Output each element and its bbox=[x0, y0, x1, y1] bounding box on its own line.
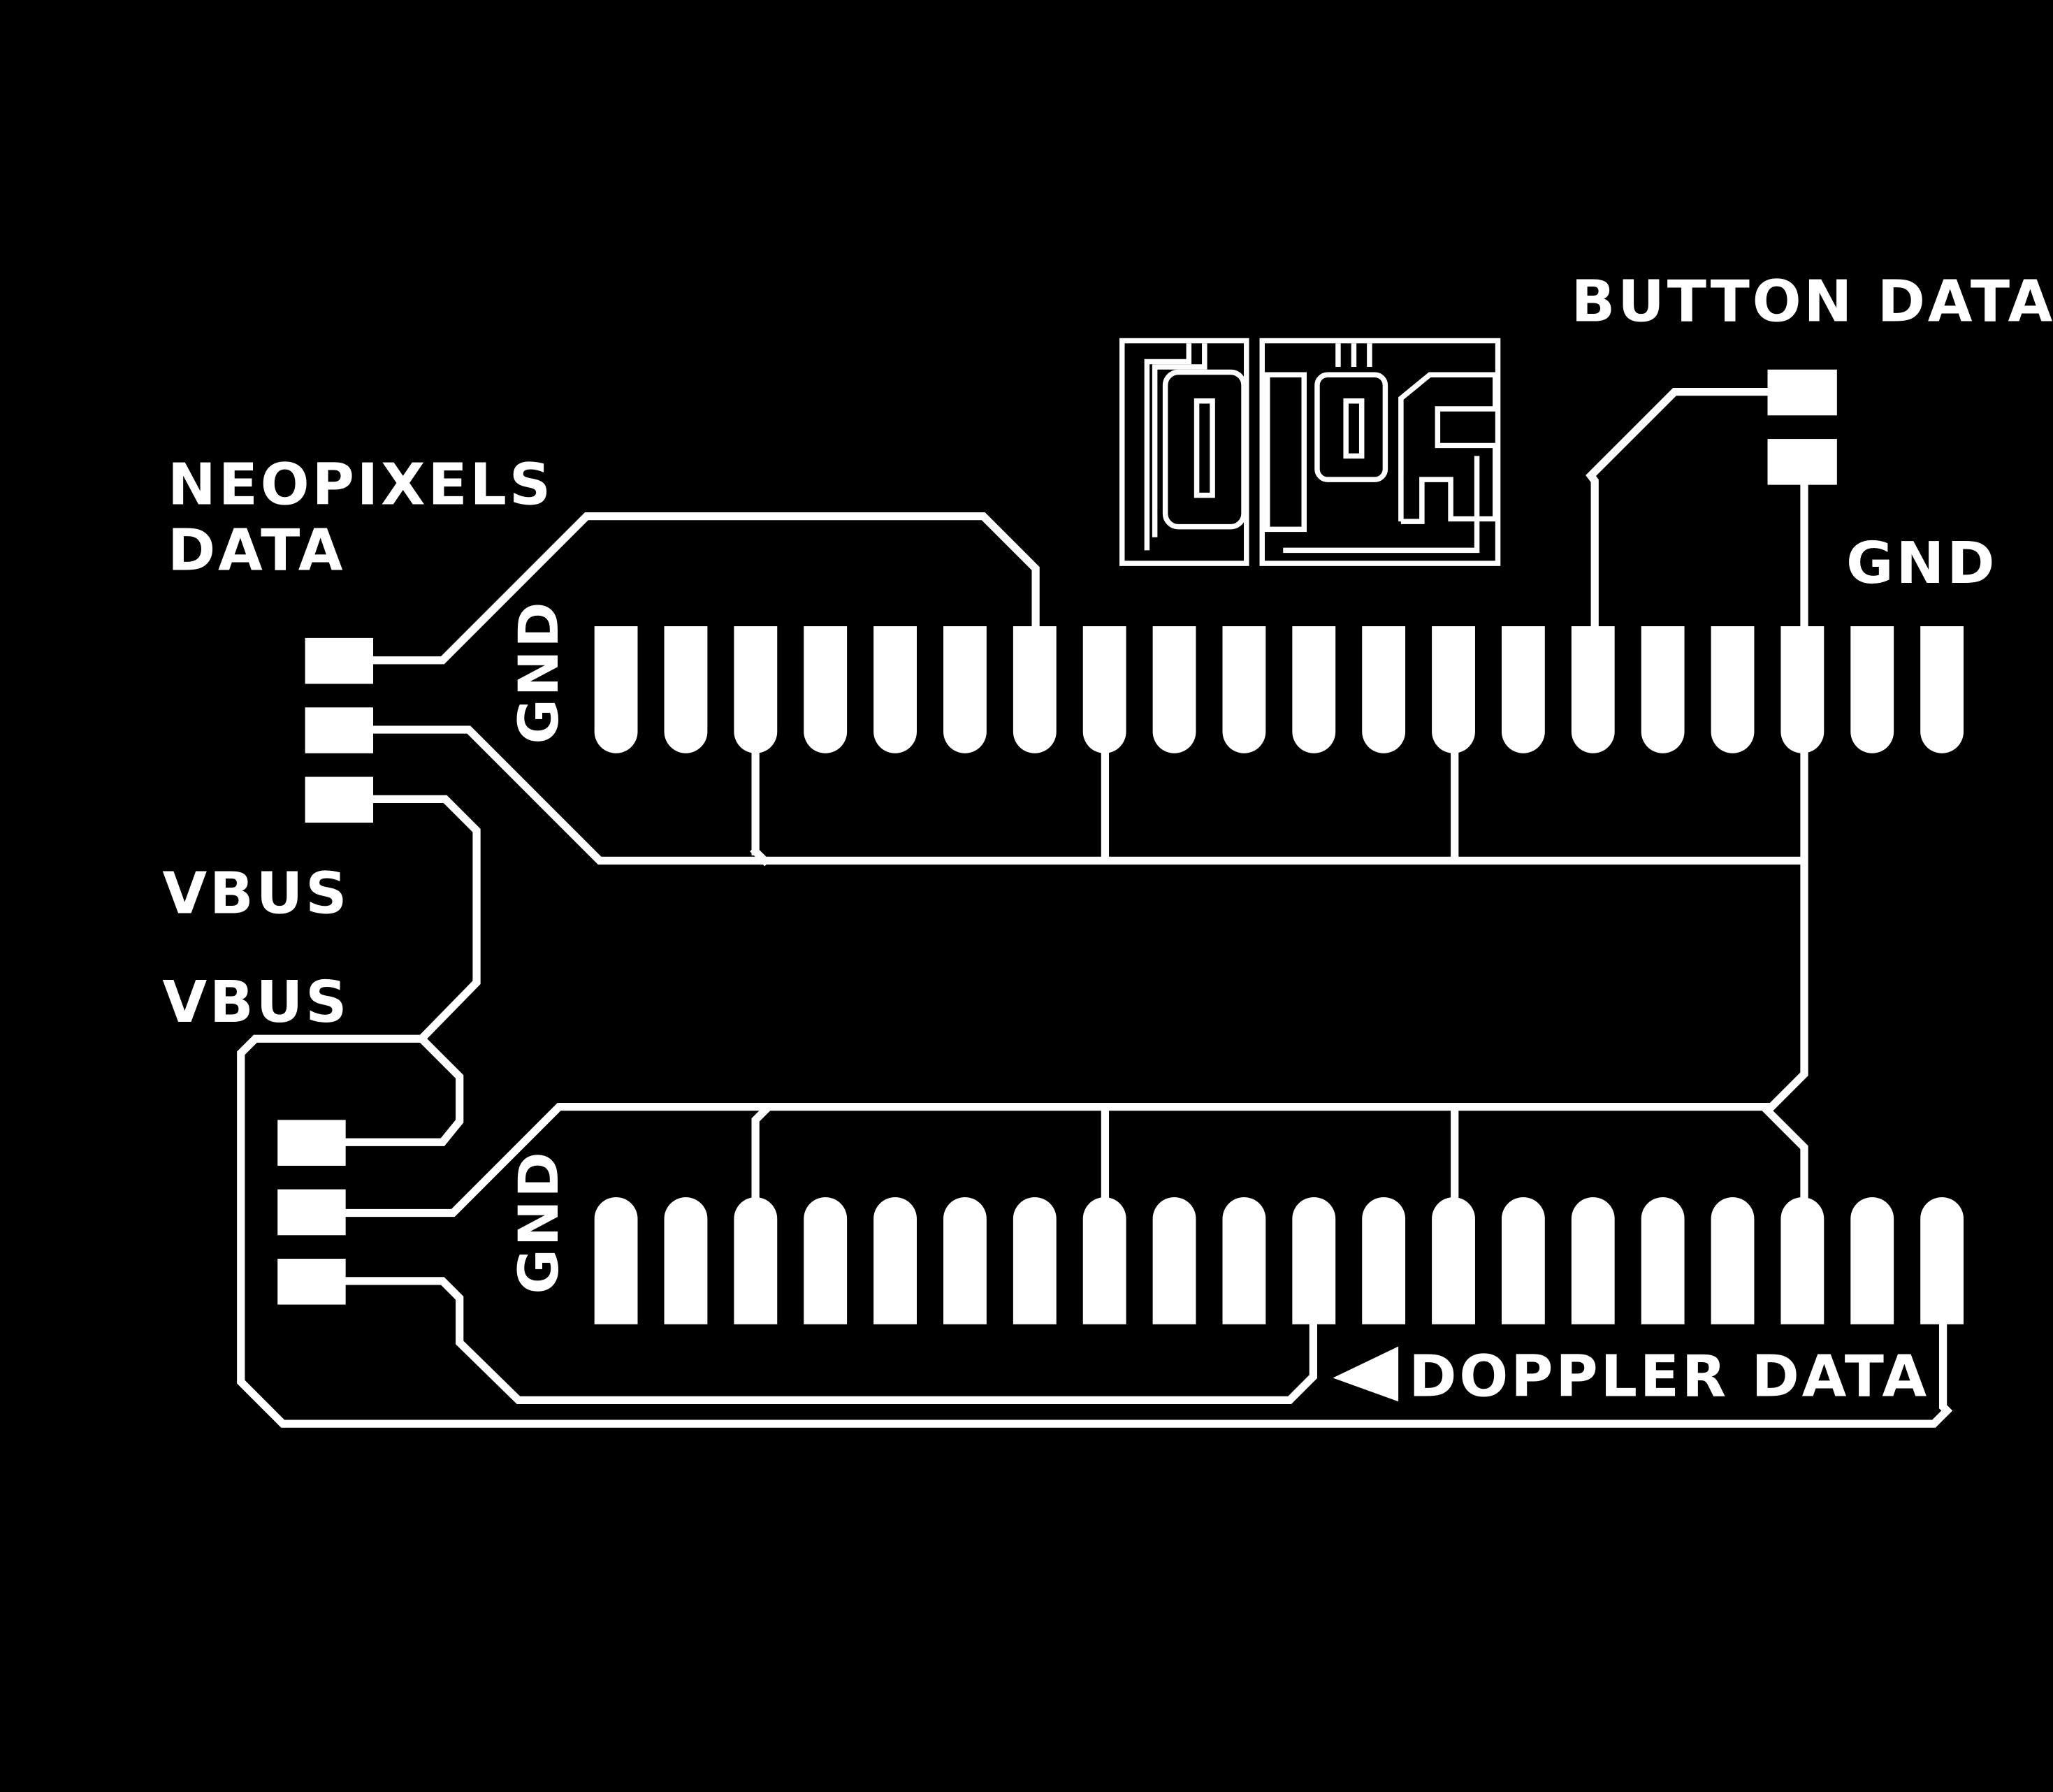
header-pin bbox=[943, 1197, 987, 1324]
neopixels-data-label: DATA bbox=[168, 516, 345, 584]
trace-gnd-stub bbox=[751, 1105, 771, 1203]
header-pin bbox=[1013, 1197, 1057, 1324]
header-pin bbox=[1013, 626, 1057, 753]
header-pin bbox=[734, 626, 778, 753]
connector-pad bbox=[1767, 439, 1837, 485]
traces bbox=[237, 387, 1953, 1428]
vbus-label: VBUS bbox=[162, 860, 349, 927]
header-pin bbox=[1082, 626, 1126, 753]
trace-gnd-bottom-bus bbox=[342, 1103, 1772, 1217]
header-pin bbox=[1571, 626, 1615, 753]
header-pin bbox=[1711, 626, 1755, 753]
left-connector-top bbox=[305, 637, 374, 823]
trace-gnd-stub bbox=[750, 846, 771, 867]
header-pin bbox=[664, 1197, 708, 1324]
header-pin bbox=[804, 626, 848, 753]
header-pin bbox=[1362, 1197, 1406, 1324]
trace-gnd-bus bbox=[369, 725, 1804, 865]
header-pin bbox=[1222, 1197, 1266, 1324]
header-pin bbox=[1920, 1197, 1964, 1324]
header-pin bbox=[1222, 626, 1266, 753]
header-pin bbox=[1850, 626, 1894, 753]
connector-pad bbox=[277, 1120, 346, 1166]
header-pin bbox=[1501, 1197, 1545, 1324]
header-pin bbox=[1432, 1197, 1475, 1324]
header-pin bbox=[1920, 626, 1964, 753]
logo-letter-l bbox=[1265, 372, 1307, 533]
header-pin bbox=[1501, 626, 1545, 753]
header-pin bbox=[1152, 1197, 1196, 1324]
trace-neopixel-data bbox=[369, 512, 1040, 665]
header-pin bbox=[1641, 626, 1685, 753]
header-pin bbox=[734, 1197, 778, 1324]
trace-doppler-data bbox=[342, 1277, 1317, 1405]
connector-pad bbox=[277, 1259, 346, 1305]
header-pin bbox=[1362, 626, 1406, 753]
gnd-right-label: GND bbox=[1846, 530, 1997, 597]
connector-pad bbox=[305, 707, 374, 753]
top-header-pins bbox=[594, 626, 1964, 753]
button-data-label: BUTTON DATA bbox=[1571, 268, 2053, 335]
header-pin bbox=[873, 626, 917, 753]
header-pin bbox=[1850, 1197, 1894, 1324]
trace-vbus-loop bbox=[237, 1034, 1953, 1428]
header-pin bbox=[1711, 1197, 1755, 1324]
trace-button-data bbox=[1586, 387, 1772, 630]
logo-trace bbox=[1152, 343, 1207, 537]
button-connector bbox=[1767, 369, 1837, 485]
header-pin bbox=[1152, 626, 1196, 753]
logo-letter-r bbox=[1314, 372, 1388, 482]
logo-trace bbox=[1144, 343, 1192, 551]
header-pin bbox=[1082, 1197, 1126, 1324]
header-pin bbox=[594, 1197, 638, 1324]
logo-trace bbox=[1283, 456, 1480, 554]
connector-pad bbox=[305, 637, 374, 684]
olrf-logo bbox=[1119, 338, 1501, 566]
logo-letter-r-inner bbox=[1343, 398, 1365, 459]
left-connector-bottom bbox=[277, 1120, 346, 1305]
bottom-header-pins bbox=[594, 1197, 1964, 1324]
logo-letter-f bbox=[1398, 372, 1498, 524]
header-pin bbox=[1571, 1197, 1615, 1324]
header-pin bbox=[943, 626, 987, 753]
doppler-data-label: DOPPLER DATA bbox=[1409, 1343, 1929, 1410]
logo-letter-o-inner bbox=[1194, 398, 1215, 498]
connector-pad bbox=[1767, 369, 1837, 416]
header-pin bbox=[664, 626, 708, 753]
logo-letter-o bbox=[1162, 369, 1247, 530]
header-pin bbox=[804, 1197, 848, 1324]
header-pin bbox=[1292, 626, 1336, 753]
connector-pad bbox=[277, 1189, 346, 1236]
connector-pad bbox=[305, 776, 374, 823]
gnd-top-header-label: GND bbox=[507, 600, 571, 744]
vbus-label: VBUS bbox=[162, 969, 349, 1036]
header-pin bbox=[1641, 1197, 1685, 1324]
header-pin bbox=[1780, 1197, 1825, 1324]
doppler-arrow-icon bbox=[1333, 1346, 1399, 1402]
header-pin bbox=[1292, 1197, 1336, 1324]
header-pin bbox=[873, 1197, 917, 1324]
header-pin bbox=[1432, 626, 1475, 753]
neopixels-label: NEOPIXELS bbox=[168, 451, 553, 519]
gnd-bottom-header-label: GND bbox=[507, 1150, 571, 1294]
header-pin bbox=[594, 626, 638, 753]
